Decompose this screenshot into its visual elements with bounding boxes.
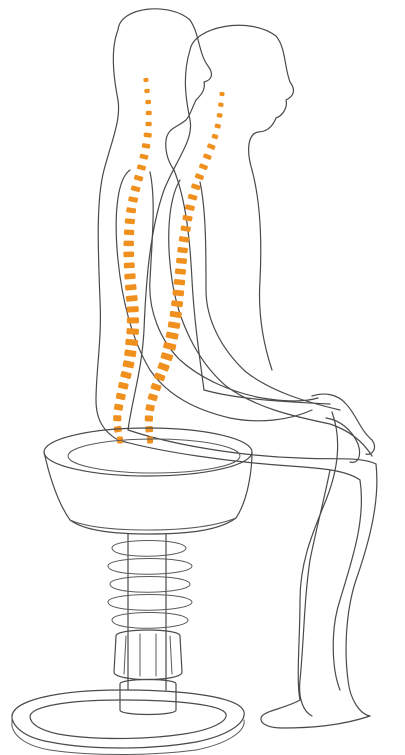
spine-leaning-vertebra (207, 143, 216, 150)
spine-upright-vertebra (114, 403, 124, 410)
spine-leaning-vertebra (165, 331, 178, 339)
spring-column (108, 534, 192, 715)
spine-upright-vertebra (127, 317, 139, 323)
spine-upright-vertebra (143, 132, 151, 137)
base-ring (12, 690, 244, 755)
spine-upright-vertebra (144, 89, 150, 94)
spine-leaning-vertebra (177, 247, 188, 254)
spine-leaning-vertebra (214, 123, 221, 128)
spine-leaning-vertebra (179, 236, 190, 243)
spine-upright (113, 78, 152, 444)
spine-upright-vertebra (127, 306, 139, 312)
spine-upright-vertebra (126, 295, 138, 302)
spine-leaning-vertebra (174, 279, 186, 286)
spine-upright-vertebra (113, 415, 121, 421)
spine-upright-vertebra (145, 100, 151, 105)
spine-leaning-vertebra (171, 300, 183, 307)
spine-leaning-vertebra (160, 352, 173, 361)
spine-upright-vertebra (134, 175, 144, 182)
spine-upright-vertebra (124, 262, 135, 268)
spine-leaning-vertebra (172, 290, 184, 297)
spine-leaning-vertebra (187, 194, 197, 201)
spine-leaning-vertebra (145, 404, 155, 411)
spine-upright-vertebra (126, 328, 139, 335)
spine-upright-vertebra (145, 122, 151, 127)
spine-upright-vertebra (131, 185, 141, 192)
spine-upright-vertebra (137, 164, 147, 171)
spine-leaning-vertebra (145, 415, 153, 421)
spine-leaning-vertebra (195, 173, 205, 181)
spine-upright-vertebra (126, 207, 136, 213)
spine-leaning-vertebra (182, 215, 192, 222)
spine-upright-vertebra (122, 360, 134, 368)
spine-upright-vertebra (118, 382, 129, 390)
spine-upright-vertebra (139, 154, 148, 160)
spine-upright-vertebra (146, 111, 152, 115)
spine-leaning-vertebra (163, 342, 177, 351)
spine-upright-vertebra (125, 284, 137, 291)
spine-upright-vertebra (125, 218, 135, 224)
spine-upright-vertebra (123, 241, 133, 247)
seat-top (44, 428, 252, 476)
chair (12, 428, 252, 755)
spine-leaning-vertebra (175, 268, 186, 275)
spine-upright-vertebra (123, 251, 134, 257)
spine-leaning-vertebra (185, 204, 195, 211)
spine-leaning-vertebra (150, 383, 161, 392)
spine-upright-vertebra (124, 349, 137, 357)
spine-leaning-vertebra (145, 426, 153, 433)
spine-leaning-vertebra (147, 437, 153, 444)
spine-leaning-vertebra (191, 183, 201, 190)
spine-upright-vertebra (142, 143, 151, 149)
spine-upright-vertebra (116, 392, 126, 400)
spine-leaning-vertebra (147, 393, 158, 401)
spine-leaning-vertebra (154, 372, 166, 381)
spine-leaning-vertebra (219, 92, 224, 97)
spine-leaning (145, 92, 225, 444)
spine-upright-vertebra (124, 229, 134, 235)
spine-leaning-vertebra (199, 163, 209, 170)
spine-leaning-vertebra (157, 362, 170, 372)
spine-upright-vertebra (120, 371, 132, 380)
spine-upright-vertebra (124, 273, 136, 279)
seat-inner-ring (68, 439, 240, 473)
spine-leaning-vertebra (217, 113, 223, 118)
spine-leaning-vertebra (180, 225, 191, 232)
spine-leaning-vertebra (203, 153, 212, 160)
spine-upright-vertebra (143, 78, 148, 82)
spine-leaning-vertebra (218, 102, 224, 107)
spine-leaning-vertebra (168, 321, 181, 329)
spine-leaning-vertebra (169, 311, 182, 319)
spine-leaning-vertebra (211, 133, 218, 139)
spine-upright-vertebra (125, 339, 138, 347)
spine-leaning-vertebra (176, 258, 187, 265)
spine-upright-vertebra (128, 196, 138, 203)
